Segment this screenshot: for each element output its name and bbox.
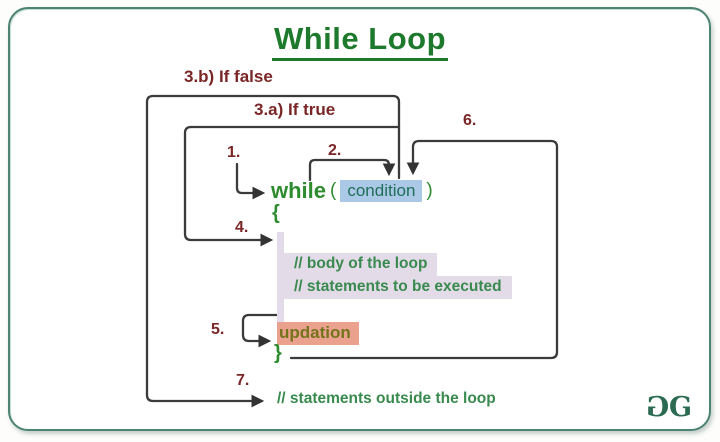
label-step-4: 4. (235, 219, 249, 236)
geeksforgeeks-logo: GG (646, 392, 692, 423)
label-step-3b-if-false: 3.b) If false (184, 67, 273, 86)
flow-if-false-arrow (145, 94, 401, 408)
diagram-border-frame (8, 7, 711, 431)
label-step-2: 2. (328, 142, 342, 159)
body-comment-1: // body of the loop (277, 253, 438, 276)
open-paren: ( (330, 180, 337, 201)
updation-token: updation (277, 322, 359, 345)
label-step-5: 5. (211, 321, 225, 338)
logo-letter-g: G (668, 392, 692, 423)
code-line-while: while ( condition ) (271, 178, 437, 204)
flow-start-arrow (235, 162, 266, 200)
outside-comment: // statements outside the loop (277, 390, 496, 407)
flow-check-condition-arrow (308, 158, 396, 182)
logo-letter-mirrored-g: G (646, 392, 669, 423)
label-step-7: 7. (236, 372, 250, 389)
flow-loop-back-arrow (289, 139, 559, 360)
label-step-6: 6. (463, 112, 477, 129)
flow-updation-arrow (241, 313, 285, 348)
condition-token: condition (340, 180, 423, 202)
body-comment-2: // statements to be executed (277, 276, 512, 299)
close-brace: } (274, 342, 282, 364)
page-title-text: While Loop (271, 21, 449, 61)
while-keyword: while (271, 178, 327, 203)
page-title: While Loop (0, 21, 720, 61)
label-step-3a-if-true: 3.a) If true (254, 100, 336, 119)
flow-if-true-arrow (183, 125, 401, 247)
close-paren: ) (426, 180, 433, 201)
open-brace: { (272, 202, 280, 224)
label-step-1: 1. (227, 144, 241, 161)
